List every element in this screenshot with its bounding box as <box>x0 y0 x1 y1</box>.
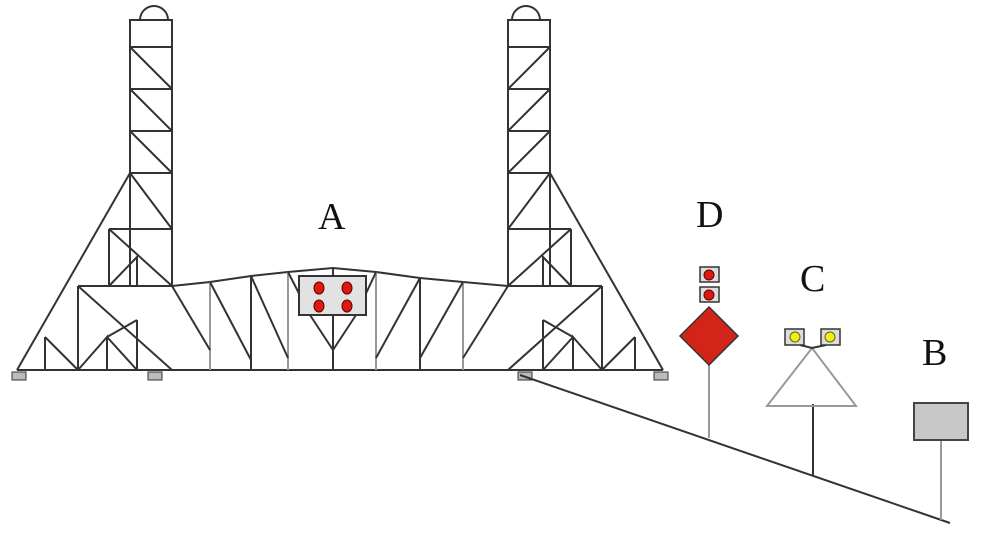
red-diamond-sign <box>678 305 740 367</box>
sign-b <box>913 402 969 520</box>
red-light <box>341 281 353 295</box>
left-tower <box>11 5 173 381</box>
center-span <box>17 266 663 371</box>
label-a: A <box>318 196 346 238</box>
signal-panel-a <box>298 275 367 316</box>
label-d: D <box>696 194 724 236</box>
red-light <box>313 299 325 313</box>
red-light <box>313 281 325 295</box>
sign-d <box>678 266 740 438</box>
label-c: C <box>800 258 826 300</box>
label-b: B <box>922 332 948 374</box>
sign-c <box>764 328 859 475</box>
red-light <box>341 299 353 313</box>
right-tower <box>507 5 669 381</box>
riverbank-line <box>519 374 951 524</box>
